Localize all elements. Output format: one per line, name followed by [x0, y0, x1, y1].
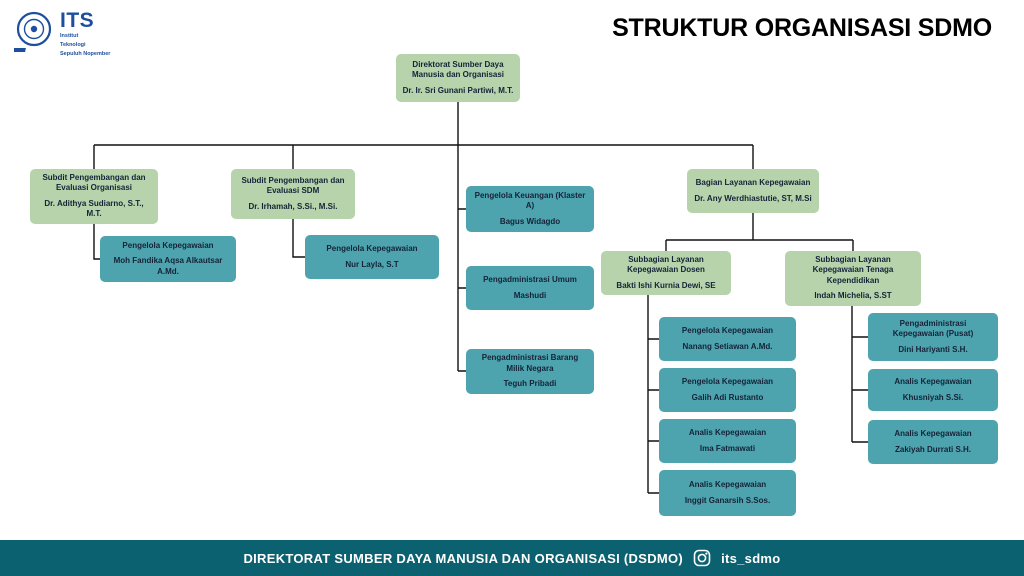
role-label: Subbagian Layanan Kepegawaian Dosen: [627, 255, 705, 275]
org-box-dosen-pengelola-2: Pengelola Kepegawaian Galih Adi Rustanto: [659, 368, 796, 412]
role-label: Pengelola Keuangan (Klaster A): [474, 190, 586, 211]
person-name: Indah Michelia, S.ST: [814, 291, 892, 301]
org-box-subdit-organisasi: Subdit Pengembangan dan Evaluasi Organis…: [30, 169, 158, 224]
person-name: Galih Adi Rustanto: [691, 392, 764, 402]
person-name: Moh Fandika Aqsa Alkautsar A.Md.: [113, 256, 223, 276]
footer-bar: DIREKTORAT SUMBER DAYA MANUSIA DAN ORGAN…: [0, 540, 1024, 576]
instagram-icon: [693, 549, 711, 567]
org-box-pengadministrasi-umum: Pengadministrasi Umum Mashudi: [466, 266, 594, 310]
role-label: Analis Kepegawaian: [688, 480, 767, 490]
role-label: Direktorat Sumber Daya Manusia dan Organ…: [411, 59, 505, 80]
org-box-dosen-analis-2: Analis Kepegawaian Inggit Ganarsih S.Sos…: [659, 470, 796, 516]
role-label: Pengelola Kepegawaian: [326, 244, 418, 254]
org-box-dosen-pengelola-1: Pengelola Kepegawaian Nanang Setiawan A.…: [659, 317, 796, 361]
org-box-tendik-analis-1: Analis Kepegawaian Khusniyah S.Si.: [868, 369, 998, 411]
person-name: Dr. Any Werdhiastutie, ST, M.Si: [694, 193, 812, 203]
its-logo-text: ITS Institut Teknologi Sepuluh Nopember: [60, 10, 110, 58]
person-name: Nanang Setiawan A.Md.: [682, 341, 773, 351]
person-name: Dini Hariyanti S.H.: [898, 344, 968, 354]
org-box-tendik-pengadministrasi: Pengadministrasi Kepegawaian (Pusat) Din…: [868, 313, 998, 361]
person-name: Ima Fatmawati: [699, 443, 756, 453]
person-name: Khusniyah S.Si.: [902, 392, 964, 402]
role-label: Pengelola Kepegawaian: [122, 240, 214, 250]
its-logo-line-3: Sepuluh Nopember: [60, 50, 111, 57]
org-box-bagian-layanan: Bagian Layanan Kepegawaian Dr. Any Werdh…: [687, 169, 819, 213]
its-logo-line-2: Teknologi: [60, 41, 86, 48]
org-box-tendik-analis-2: Analis Kepegawaian Zakiyah Durrati S.H.: [868, 420, 998, 464]
role-label: Subdit Pengembangan dan Evaluasi SDM: [241, 175, 345, 196]
role-label: Pengelola Kepegawaian: [681, 377, 774, 387]
its-logo-acronym: ITS: [60, 9, 95, 32]
person-name: Dr. Ir. Sri Gunani Partiwi, M.T.: [402, 85, 514, 95]
instagram-handle: its_sdmo: [721, 550, 781, 566]
org-box-pengelola-kepegawaian-sdm: Pengelola Kepegawaian Nur Layla, S.T: [305, 235, 439, 279]
role-label: Pengadministrasi Umum: [483, 275, 577, 285]
person-name: Zakiyah Durrati S.H.: [894, 444, 972, 454]
role-label: Subbagian Layanan Kepegawaian Tenaga Kep…: [812, 255, 894, 285]
its-logo: ITS Institut Teknologi Sepuluh Nopember: [14, 10, 110, 58]
page-title: STRUKTUR ORGANISASI SDMO: [612, 14, 992, 42]
person-name: Teguh Pribadi: [503, 379, 557, 389]
org-box-subbagian-tendik: Subbagian Layanan Kepegawaian Tenaga Kep…: [785, 251, 921, 306]
role-label: Pengelola Kepegawaian: [681, 326, 774, 336]
person-name: Bakti Ishi Kurnia Dewi, SE: [616, 280, 716, 290]
person-name: Bagus Widagdo: [499, 216, 561, 226]
org-box-pengelola-kepegawaian-organisasi: Pengelola Kepegawaian Moh Fandika Aqsa A…: [100, 236, 236, 282]
org-box-direktorat: Direktorat Sumber Daya Manusia dan Organ…: [396, 54, 520, 102]
org-box-pengelola-keuangan: Pengelola Keuangan (Klaster A) Bagus Wid…: [466, 186, 594, 232]
role-label: Analis Kepegawaian: [688, 428, 767, 438]
org-box-subbagian-dosen: Subbagian Layanan Kepegawaian Dosen Bakt…: [601, 251, 731, 296]
org-box-subdit-sdm: Subdit Pengembangan dan Evaluasi SDM Dr.…: [231, 169, 355, 219]
role-label: Subdit Pengembangan dan Evaluasi Organis…: [42, 173, 146, 193]
person-name: Mashudi: [513, 290, 547, 300]
role-label: Analis Kepegawaian: [894, 429, 972, 439]
person-name: Dr. Irhamah, S.Si., M.Si.: [248, 201, 338, 211]
role-label: Analis Kepegawaian: [894, 377, 972, 387]
role-label: Pengadministrasi Kepegawaian (Pusat): [892, 318, 974, 339]
role-label: Bagian Layanan Kepegawaian: [695, 178, 811, 188]
its-logo-line-1: Institut: [60, 33, 79, 39]
person-name: Dr. Adithya Sudiarno, S.T., M.T.: [44, 198, 144, 219]
footer-title: DIREKTORAT SUMBER DAYA MANUSIA DAN ORGAN…: [243, 550, 684, 566]
org-box-pengadministrasi-bmn: Pengadministrasi Barang Milik Negara Teg…: [466, 349, 594, 394]
org-box-dosen-analis-1: Analis Kepegawaian Ima Fatmawati: [659, 419, 796, 463]
person-name: Nur Layla, S.T: [345, 259, 399, 269]
person-name: Inggit Ganarsih S.Sos.: [684, 495, 771, 505]
its-emblem-icon: [14, 11, 52, 52]
role-label: Pengadministrasi Barang Milik Negara: [481, 353, 579, 373]
